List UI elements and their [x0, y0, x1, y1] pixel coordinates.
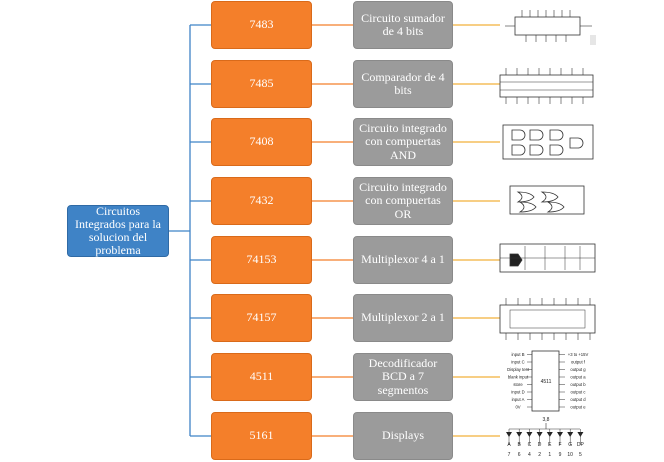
segment-label: C — [528, 442, 532, 448]
segment-label: A — [507, 442, 511, 448]
chip-node: 5161 — [211, 412, 312, 460]
pinout-part-label: 4511 — [541, 379, 552, 385]
segment-pin-number: 7 — [508, 452, 511, 458]
segment-label: D — [538, 442, 542, 448]
pin-label-left: input C — [511, 360, 524, 365]
segment-pin-number: 10 — [567, 452, 573, 458]
segment-label: DP — [577, 442, 585, 448]
function-label: Multiplexor 2 a 1 — [361, 310, 445, 325]
pin-label-left: store — [513, 382, 523, 387]
function-label: Decodificador BCD a 7 segmentos — [368, 356, 438, 397]
function-label: Multiplexor 4 a 1 — [361, 252, 445, 267]
segment-label: F — [558, 442, 561, 448]
chip-node: 74157 — [211, 294, 312, 342]
chip-node: 4511 — [211, 353, 312, 401]
chip-node: 7485 — [211, 60, 312, 108]
function-node: Decodificador BCD a 7 segmentos — [353, 353, 453, 401]
schematic-4511: 4511 input B input C Display test blank inp… — [507, 350, 589, 412]
display-common-pin: 3,8 — [543, 417, 550, 423]
schematic-7485 — [499, 68, 594, 104]
function-label: Circuito integrado con compuertas AND — [359, 121, 447, 162]
chip-label: 74157 — [246, 310, 277, 325]
chip-label: 5161 — [249, 428, 274, 443]
pin-label-left: 0V — [515, 405, 520, 410]
function-node: Displays — [353, 412, 453, 460]
root-node-label: Circuitos Integrados para la solucion de… — [75, 203, 161, 258]
root-node: Circuitos Integrados para la solucion de… — [67, 203, 169, 258]
segment-label: B — [518, 442, 522, 448]
function-label: Displays — [382, 428, 424, 443]
pin-label-left: input D — [511, 390, 524, 395]
pin-label-right: output e — [570, 405, 586, 410]
segment-label: G — [568, 442, 572, 448]
chip-node: 74153 — [211, 236, 312, 284]
chip-label: 7485 — [249, 76, 274, 91]
segment-label: E — [548, 442, 552, 448]
function-label: Circuito sumador de 4 bits — [361, 10, 445, 38]
function-label: Comparador de 4 bits — [361, 69, 445, 97]
pin-label-right: output c — [571, 390, 586, 395]
segment-pin-number: 4 — [528, 452, 531, 458]
chip-label: 4511 — [249, 369, 274, 384]
function-node: Comparador de 4 bits — [353, 60, 453, 108]
pin-label-right: output a — [570, 375, 586, 380]
chip-label: 7408 — [249, 134, 274, 149]
schematic-7408 — [502, 124, 594, 160]
function-node: Circuito integrado con compuertas OR — [353, 177, 453, 225]
function-node: Multiplexor 4 a 1 — [353, 236, 453, 284]
chip-label: 7483 — [249, 17, 274, 32]
pin-label-right: +3 to +15V — [568, 352, 589, 357]
pin-label-left: input B — [511, 352, 524, 357]
function-node: Circuito integrado con compuertas AND — [353, 118, 453, 166]
schematic-5161: 3,8 A 7 B 6 C 4 D 2 E 1 F 9G 10 DP 5 — [506, 417, 585, 458]
schematic-7432 — [509, 185, 585, 215]
pin-label-right: output d — [570, 397, 586, 402]
chip-label: 7432 — [249, 193, 274, 208]
function-node: Multiplexor 2 a 1 — [353, 294, 453, 342]
pin-label-right: output b — [570, 382, 586, 387]
pin-label-right: output f — [571, 360, 586, 365]
chip-label: 74153 — [246, 252, 277, 267]
schematic-74157 — [499, 298, 596, 340]
pin-label-left: blank input — [508, 375, 529, 380]
function-node: Circuito sumador de 4 bits — [353, 1, 453, 49]
function-label: Circuito integrado con compuertas OR — [359, 180, 447, 221]
pin-label-left: Display test — [507, 367, 529, 372]
segment-pin-number: 5 — [579, 452, 582, 458]
segment-pin-number: 6 — [518, 452, 521, 458]
schematic-74153 — [499, 243, 596, 273]
chip-node: 7483 — [211, 1, 312, 49]
segment-pin-number: 9 — [559, 452, 562, 458]
schematic-7483 — [505, 10, 596, 45]
pin-label-right: output g — [570, 367, 586, 372]
pin-label-left: input A — [512, 397, 525, 402]
segment-pin-number: 2 — [538, 452, 541, 458]
segment-pin-number: 1 — [548, 452, 551, 458]
chip-node: 7408 — [211, 118, 312, 166]
chip-node: 7432 — [211, 177, 312, 225]
